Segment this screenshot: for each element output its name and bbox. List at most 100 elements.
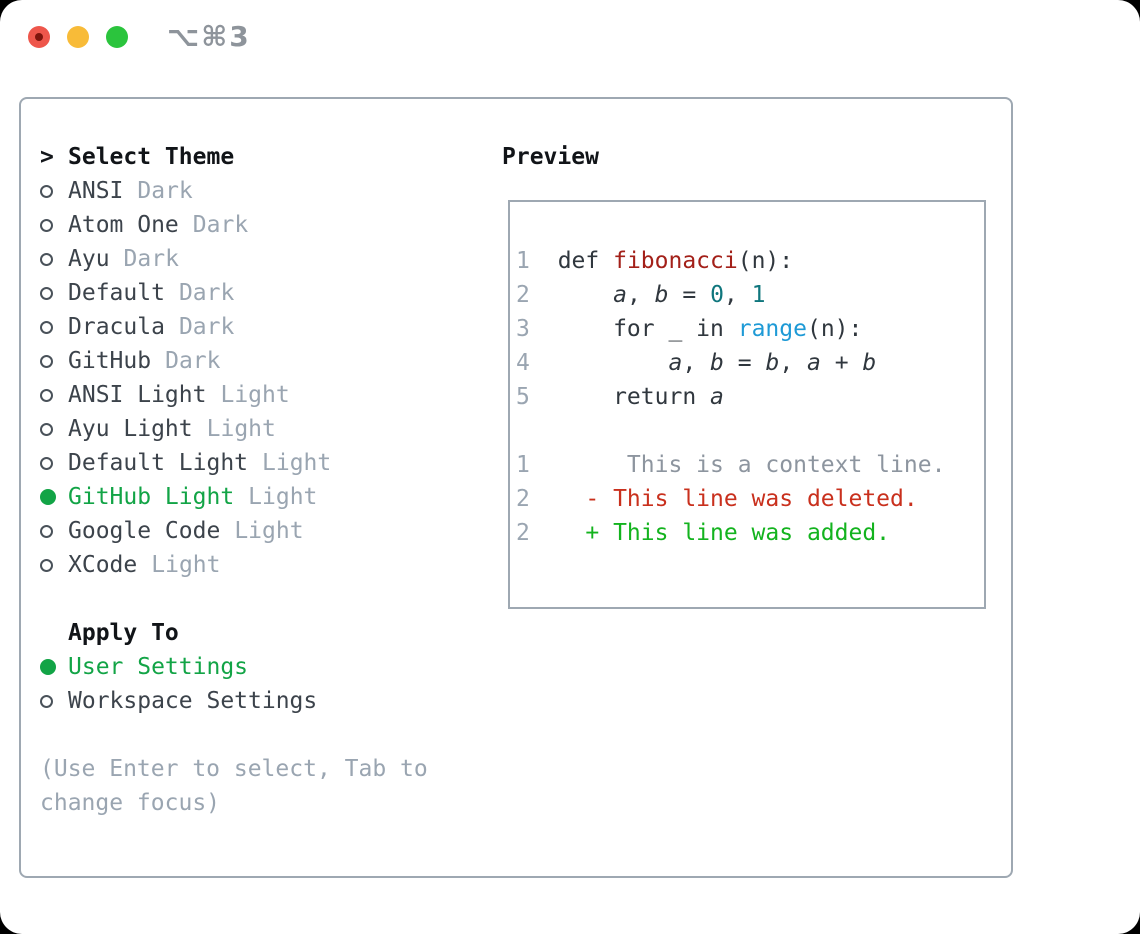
code-token: 0 [710, 282, 724, 308]
line-number: 3 [516, 316, 530, 342]
radio-unselected-icon [40, 694, 53, 708]
theme-item-atom-one[interactable]: Atom One Dark [40, 208, 331, 242]
code-token: (n): [737, 248, 794, 274]
theme-item-ansi[interactable]: ANSI Dark [40, 174, 331, 208]
code-token: This is a context line. [530, 452, 946, 478]
code-line: 2 + This line was added. [516, 516, 984, 550]
radio-selected-icon [40, 489, 56, 505]
option-variant: Light [206, 416, 276, 442]
code-token: fibonacci [613, 248, 738, 274]
code-token: - This line was deleted. [530, 486, 918, 512]
radio-unselected-icon [40, 320, 53, 334]
option-variant: Light [262, 450, 332, 476]
help-line-2: change focus) [40, 790, 221, 816]
option-variant: Dark [178, 314, 235, 340]
theme-item-dracula[interactable]: Dracula Dark [40, 310, 331, 344]
option-label: ANSI [68, 178, 124, 204]
option-label: GitHub [68, 348, 152, 374]
radio-unselected-icon [40, 286, 53, 300]
minimize-button[interactable] [67, 26, 89, 48]
code-line [516, 414, 984, 448]
code-line: 3 for _ in range(n): [516, 312, 984, 346]
option-label: XCode [68, 552, 138, 578]
code-token [530, 350, 668, 376]
code-token: b [765, 350, 780, 376]
code-token: a [710, 384, 724, 410]
code-token: a [613, 282, 627, 308]
option-label: Workspace Settings [68, 688, 318, 714]
zoom-button[interactable] [106, 26, 128, 48]
code-token: def [530, 248, 614, 274]
code-token: a [807, 350, 821, 376]
option-variant: Dark [178, 280, 235, 306]
close-button[interactable] [28, 26, 50, 48]
code-token: , [626, 282, 655, 308]
apply-to-header: Apply To [40, 616, 317, 650]
window-title-shortcut: ⌥⌘3 [167, 20, 251, 53]
line-number: 1 [516, 452, 530, 478]
radio-unselected-icon [40, 524, 53, 538]
option-label: Google Code [68, 518, 221, 544]
code-token: = [723, 350, 766, 376]
option-label: GitHub Light [68, 484, 235, 510]
selection-caret-icon: > [40, 144, 54, 170]
theme-item-default-light[interactable]: Default Light Light [40, 446, 331, 480]
option-label: Atom One [68, 212, 179, 238]
help-line-1: (Use Enter to select, Tab to [40, 756, 428, 782]
option-variant: Dark [192, 212, 249, 238]
radio-selected-icon [40, 659, 56, 675]
option-variant: Dark [123, 246, 179, 272]
option-variant: Light [234, 518, 304, 544]
radio-unselected-icon [40, 422, 53, 436]
theme-item-default[interactable]: Default Dark [40, 276, 331, 310]
radio-unselected-icon [40, 252, 53, 266]
radio-unselected-icon [40, 184, 53, 198]
code-token: for _ in [530, 316, 738, 342]
preview-title: Preview [502, 144, 599, 170]
code-token: b [862, 350, 877, 376]
code-token: range [737, 316, 807, 342]
theme-item-google-code[interactable]: Google Code Light [40, 514, 331, 548]
code-line: 4 a, b = b, a + b [516, 346, 984, 380]
line-number: 4 [516, 350, 530, 376]
option-variant: Light [220, 382, 290, 408]
code-line: 2 - This line was deleted. [516, 482, 984, 516]
code-token: = [668, 282, 711, 308]
option-variant: Dark [137, 178, 193, 204]
apply-item-workspace-settings[interactable]: Workspace Settings [40, 684, 317, 718]
code-token: a [668, 350, 683, 376]
code-line: 1 def fibonacci(n): [516, 244, 984, 278]
option-label: User Settings [68, 654, 249, 680]
code-token: , [682, 350, 711, 376]
help-text: (Use Enter to select, Tab to change focus… [40, 752, 428, 820]
line-number: 1 [516, 248, 530, 274]
radio-unselected-icon [40, 388, 53, 402]
code-line: 1 This is a context line. [516, 448, 984, 482]
line-number: 2 [516, 282, 530, 308]
title-bar: ⌥⌘3 [0, 0, 1140, 76]
code-token: (n): [806, 316, 863, 342]
option-label: Default [68, 280, 165, 306]
code-token: return [530, 384, 711, 410]
radio-unselected-icon [40, 354, 53, 368]
code-token: + This line was added. [530, 520, 891, 546]
code-line: 5 return a [516, 380, 984, 414]
apply-to-title: Apply To [68, 620, 179, 646]
option-label: Dracula [68, 314, 165, 340]
option-label: Default Light [68, 450, 249, 476]
radio-unselected-icon [40, 558, 53, 572]
radio-unselected-icon [40, 218, 53, 232]
line-number: 2 [516, 520, 530, 546]
apply-item-user-settings[interactable]: User Settings [40, 650, 317, 684]
code-token: b [654, 282, 669, 308]
